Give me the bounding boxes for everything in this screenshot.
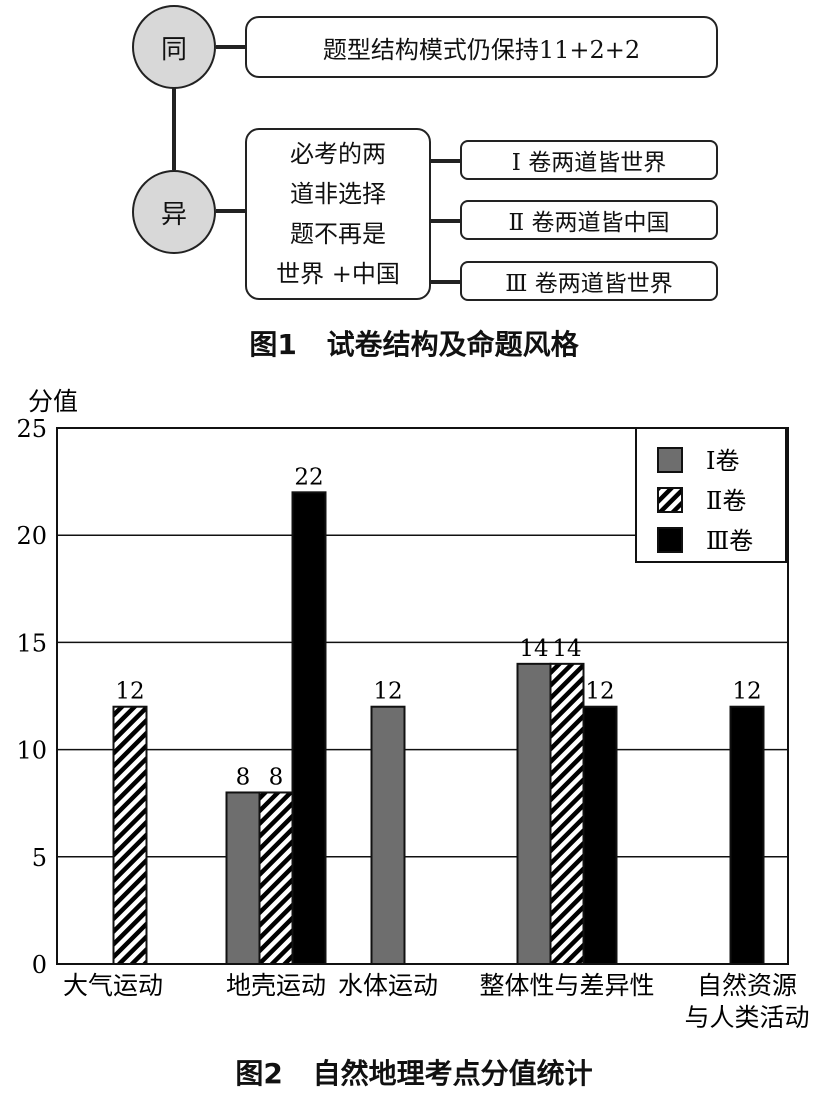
x-category-label: 地壳运动 xyxy=(226,971,326,1000)
bar-value-label: 8 xyxy=(269,764,284,790)
legend-swatch xyxy=(657,447,683,473)
legend-label: Ⅲ卷 xyxy=(706,527,753,555)
bar xyxy=(112,705,148,965)
bar-value-label: 12 xyxy=(373,679,402,705)
diff-line: 题不再是 xyxy=(290,220,386,248)
figure2-caption-num: 图2 xyxy=(235,1057,283,1090)
x-category-label: 水体运动 xyxy=(338,971,438,1000)
y-tick-label: 10 xyxy=(16,737,47,765)
bar xyxy=(516,662,552,965)
y-tick-label: 5 xyxy=(32,844,47,872)
legend-label: Ⅰ卷 xyxy=(706,447,739,475)
diff-line: 世界 +中国 xyxy=(276,260,400,288)
same-box: 题型结构模式仍保持11+2+2 xyxy=(245,16,718,78)
connector-diff xyxy=(216,209,246,213)
diff-label: 异 xyxy=(160,199,187,230)
bar xyxy=(370,705,406,965)
x-category-label: 大气运动 xyxy=(63,971,163,1000)
connector-vertical xyxy=(172,88,176,170)
y-tick-label: 0 xyxy=(32,951,47,979)
x-category-label: 整体性与差异性 xyxy=(479,971,654,1000)
diff-circle: 异 xyxy=(132,170,216,254)
bar xyxy=(258,791,294,966)
legend-label: Ⅱ卷 xyxy=(706,487,746,515)
connector-vol3 xyxy=(431,280,461,284)
bar xyxy=(225,791,261,966)
bar-value-label: 14 xyxy=(519,636,548,662)
x-category-label: 与人类活动 xyxy=(684,1003,809,1032)
y-tick-label: 25 xyxy=(16,415,47,443)
bar-value-label: 12 xyxy=(585,679,614,705)
volume-box: Ⅲ 卷两道皆世界 xyxy=(460,261,718,301)
legend-swatch xyxy=(657,487,683,513)
bar-value-label: 14 xyxy=(552,636,581,662)
bar-value-label: 12 xyxy=(732,679,761,705)
volume-box: Ⅰ 卷两道皆世界 xyxy=(460,140,718,180)
plot-frame xyxy=(56,427,789,965)
figure1-caption: 图1 试卷结构及命题风格 xyxy=(0,323,828,363)
same-text: 题型结构模式仍保持11+2+2 xyxy=(322,35,641,64)
diff-line: 道非选择 xyxy=(290,180,386,208)
bar xyxy=(291,491,327,965)
y-axis-label: 分值 xyxy=(28,387,78,416)
bar-value-label: 8 xyxy=(236,764,251,790)
bar xyxy=(549,662,585,965)
volume-box: Ⅱ 卷两道皆中国 xyxy=(460,200,718,240)
bar xyxy=(729,705,765,965)
figure1-caption-title: 试卷结构及命题风格 xyxy=(326,328,579,361)
volume-text: Ⅱ 卷两道皆中国 xyxy=(508,210,670,236)
bar-value-label: 12 xyxy=(115,679,144,705)
volume-text: Ⅲ 卷两道皆世界 xyxy=(505,271,673,297)
figure2-caption: 图2 自然地理考点分值统计 xyxy=(0,1052,828,1092)
bar xyxy=(582,705,618,965)
diff-box: 必考的两 道非选择 题不再是 世界 +中国 xyxy=(245,128,431,300)
connector-vol1 xyxy=(431,159,461,163)
legend-swatch xyxy=(657,527,683,553)
diff-line: 必考的两 xyxy=(290,140,386,168)
volume-text: Ⅰ 卷两道皆世界 xyxy=(511,150,667,176)
bar-value-label: 22 xyxy=(294,464,323,490)
same-label: 同 xyxy=(160,34,187,65)
same-circle: 同 xyxy=(132,5,216,89)
x-category-label: 自然资源 xyxy=(697,971,797,1000)
connector-same xyxy=(216,45,246,49)
y-tick-label: 20 xyxy=(16,522,47,550)
figure2-caption-title: 自然地理考点分值统计 xyxy=(312,1057,593,1090)
figure1-caption-num: 图1 xyxy=(249,328,297,361)
connector-vol2 xyxy=(431,219,461,223)
y-tick-label: 15 xyxy=(16,629,47,657)
